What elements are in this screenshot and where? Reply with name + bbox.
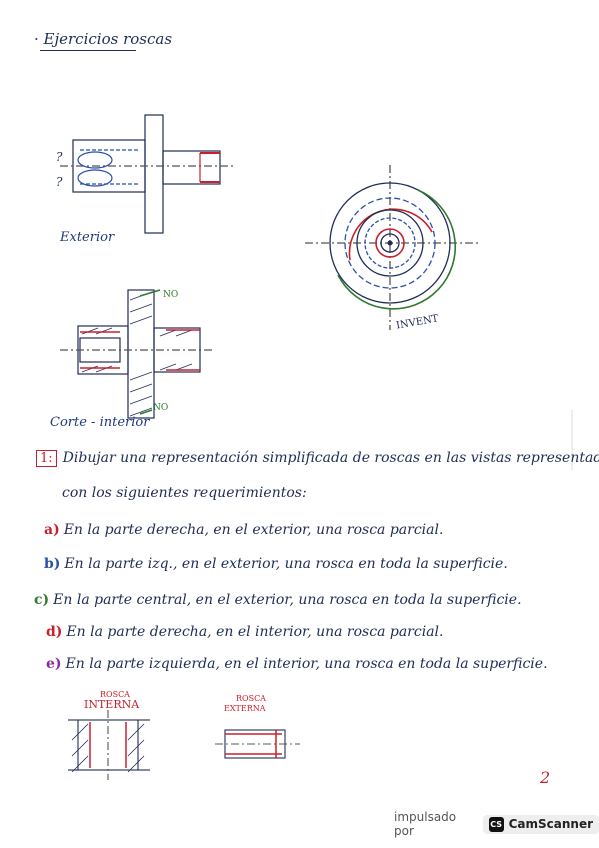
item-mark: d) (46, 624, 63, 640)
exercise-item-b: b)En la parte izq., en el exterior, una … (44, 556, 508, 572)
item-text: En la parte izq., en el exterior, una ro… (64, 556, 508, 572)
item-text: En la parte izquierda, en el interior, u… (65, 656, 548, 672)
title-underline (40, 50, 136, 51)
label-rosca-interna-bottom: INTERNA (84, 698, 140, 711)
page-number: 2 (540, 768, 551, 787)
rosca-externa-drawing (215, 729, 300, 759)
item-mark: c) (34, 592, 50, 608)
exercise-heading: 1: Dibujar una representación simplificad… (36, 450, 599, 467)
item-text: En la parte derecha, en el interior, una… (66, 624, 444, 640)
item-mark: a) (44, 522, 60, 538)
item-text: En la parte central, en el exterior, una… (53, 592, 522, 608)
item-mark: b) (44, 556, 61, 572)
exercise-statement-line2: con los siguientes requerimientos: (62, 485, 307, 501)
exercise-item-e: e)En la parte izquierda, en el interior,… (46, 656, 548, 672)
camscanner-badge[interactable]: CS CamScanner (482, 814, 599, 834)
camscanner-logo-icon: CS (488, 816, 504, 832)
exercise-item-d: d)En la parte derecha, en el interior, u… (46, 624, 443, 640)
exercise-statement-line1: Dibujar una representación simplificada … (62, 450, 599, 466)
item-text: En la parte derecha, en el exterior, una… (63, 522, 444, 538)
rosca-interna-drawing (68, 710, 150, 780)
exercise-number-badge: 1: (36, 450, 57, 467)
label-rosca-externa-bottom: EXTERNA (224, 704, 266, 713)
section-view-drawing (60, 289, 215, 419)
label-exterior: Exterior (60, 230, 115, 245)
label-rosca-externa-top: ROSCA (236, 694, 266, 703)
label-no-bottom: NO (153, 403, 169, 413)
label-no-top: NO (163, 290, 179, 300)
label-rosca-interna-top: ROSCA (100, 690, 130, 699)
question-mark-top: ? (56, 150, 63, 164)
question-mark-bottom: ? (56, 175, 63, 189)
exercise-item-a: a)En la parte derecha, en el exterior, u… (44, 522, 443, 538)
camscanner-brand-name: CamScanner (508, 817, 593, 831)
exercise-item-c: c)En la parte central, en el exterior, u… (34, 592, 522, 608)
label-corte-interior: Corte - interior (50, 415, 150, 430)
powered-by-text: impulsado por (394, 810, 457, 838)
circular-end-view-drawing (305, 165, 478, 330)
item-mark: e) (46, 656, 62, 672)
camscanner-footer: impulsado por CS CamScanner (394, 810, 599, 838)
exterior-view-drawing (60, 114, 235, 234)
page-title: · Ejercicios roscas (34, 30, 173, 48)
